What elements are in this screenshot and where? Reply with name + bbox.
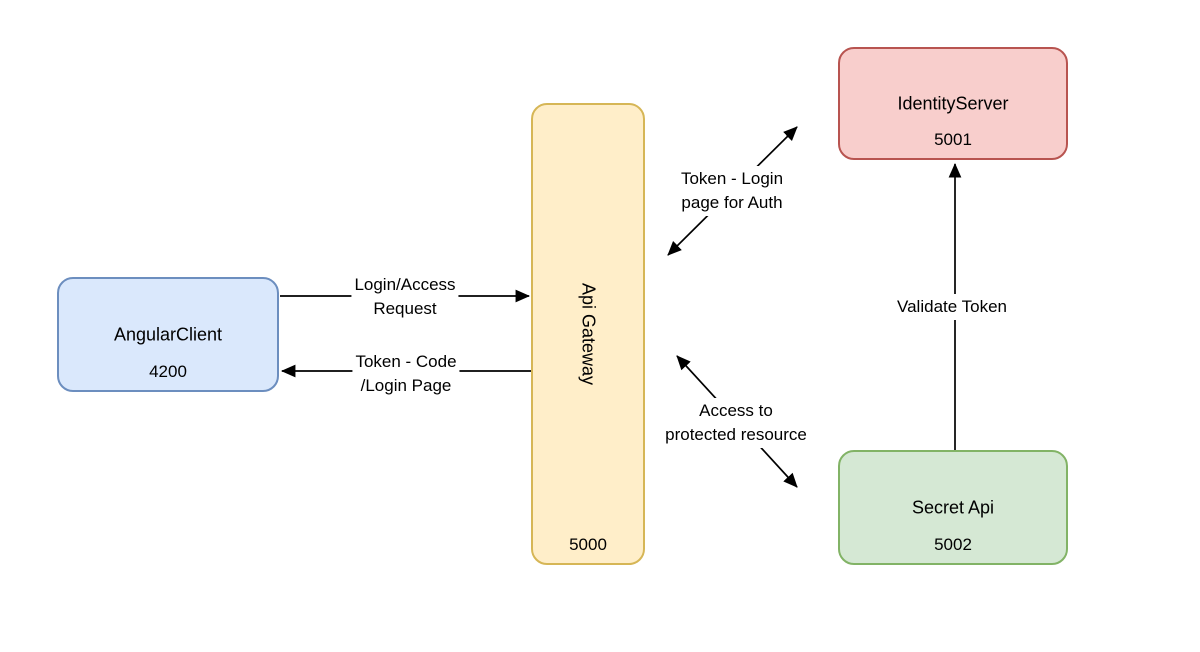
node-angular-client-port: 4200 [149,362,187,381]
edge-label-login-request: Login/Access Request [351,272,459,322]
edge-label-line: Token - Code [355,352,457,371]
node-angular-client-title: AngularClient [113,324,223,344]
node-secret-api: Secret Api 5002 [838,450,1068,565]
edge-label-line: page for Auth [681,193,783,212]
node-identity-server: IdentityServer 5001 [838,47,1068,160]
edge-label-validate-token: Validate Token [894,294,1010,320]
node-identity-server-port: 5001 [934,130,972,149]
edge-label-line: /Login Page [360,376,452,395]
node-secret-api-port: 5002 [934,535,972,554]
edge-label-token-code: Token - Code /Login Page [352,349,460,399]
node-api-gateway: Api Gateway 5000 [531,103,645,565]
node-api-gateway-title: Api Gateway [578,282,599,386]
node-identity-server-title: IdentityServer [897,93,1009,113]
node-angular-client: AngularClient 4200 [57,277,279,392]
edge-label-line: Request [373,299,437,318]
node-secret-api-title: Secret Api [911,497,995,517]
edge-label-line: protected resource [665,425,807,444]
node-api-gateway-port: 5000 [569,535,607,554]
edge-label-access-protected: Access to protected resource [662,398,810,448]
edge-label-line: Login/Access [354,275,456,294]
edge-label-line: Validate Token [897,297,1007,316]
edge-label-line: Token - Login [680,169,784,188]
edge-label-token-login: Token - Login page for Auth [677,166,787,216]
edge-label-line: Access to [699,401,773,420]
